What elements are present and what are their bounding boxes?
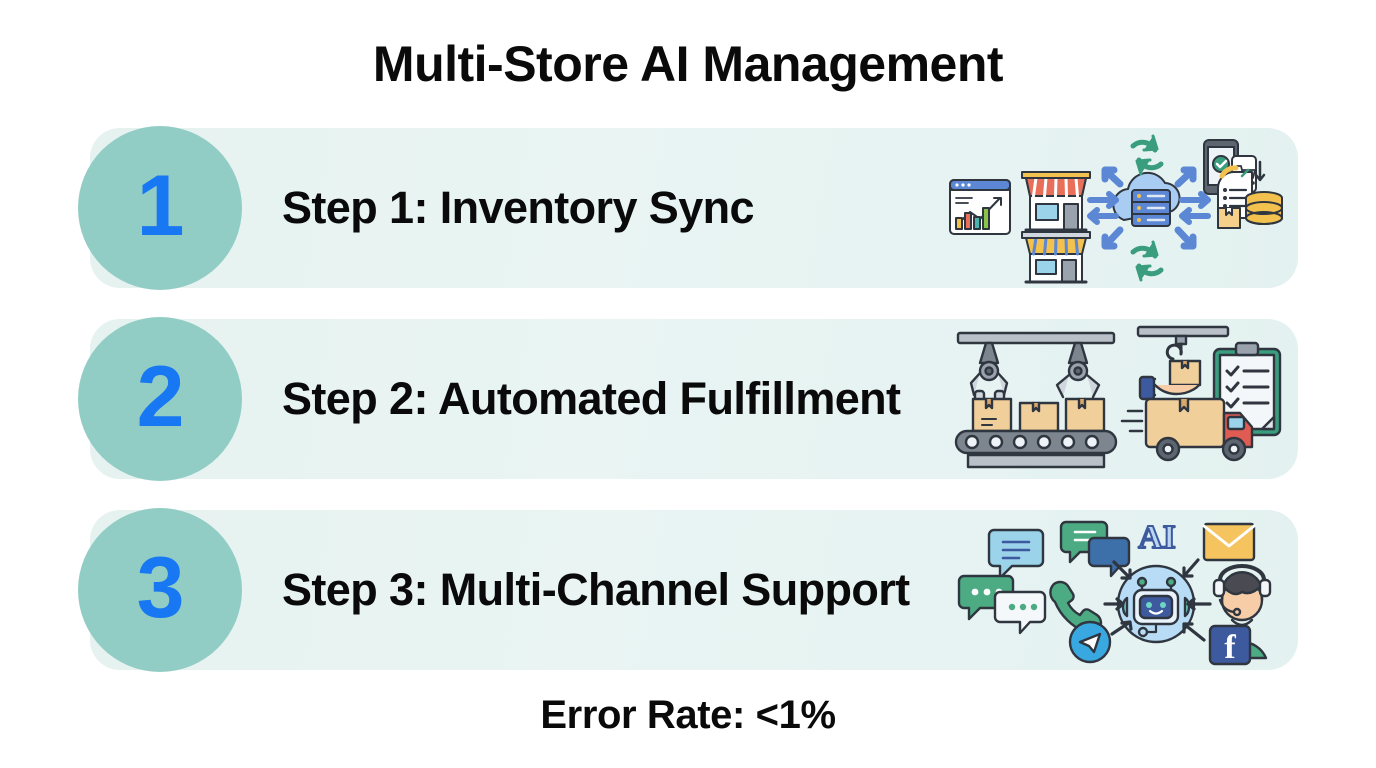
analytics-dashboard-icon <box>949 179 1011 235</box>
ai-label-icon: AI <box>1137 518 1177 557</box>
chat-bubble-icon <box>957 574 1015 621</box>
step-number: 1 <box>136 158 185 254</box>
support-agent-icon <box>1212 564 1272 660</box>
hand-holding-package-icon <box>1138 359 1202 401</box>
inventory-database-icon <box>1217 160 1283 229</box>
step-label: Step 3: Multi-Channel Support <box>282 564 910 615</box>
ai-chatbot-icon <box>1116 564 1196 644</box>
email-envelope-icon <box>1202 522 1256 562</box>
inventory-sync-illustration <box>942 132 1292 284</box>
step-number-badge: 1 <box>78 126 242 290</box>
step-row[interactable]: 1 Step 1: Inventory Sync <box>78 126 1298 290</box>
phone-call-icon <box>1049 580 1103 635</box>
step-number-badge: 3 <box>78 508 242 672</box>
facebook-icon: f <box>1208 624 1252 666</box>
conveyor-belt-icon <box>954 429 1118 469</box>
chat-bubble-icon <box>987 528 1045 580</box>
svg-text:AI: AI <box>1138 519 1176 556</box>
storefront-icon <box>1021 171 1091 232</box>
svg-text:f: f <box>1224 629 1236 666</box>
bidirectional-arrows-icon <box>1179 191 1211 225</box>
step-number-badge: 2 <box>78 317 242 481</box>
page-title: Multi-Store AI Management <box>372 36 1004 92</box>
sync-arrows-icon <box>1101 166 1197 250</box>
step-row[interactable]: 2 Step 2: Automated Fulfillment <box>78 317 1298 481</box>
bidirectional-arrows-icon <box>1087 191 1119 225</box>
telegram-icon <box>1068 620 1112 664</box>
automated-fulfillment-illustration <box>942 323 1292 475</box>
package-box-icon <box>971 397 1106 433</box>
footer-metric: Error Rate: <1% <box>540 693 836 737</box>
sync-arrows-icon <box>1130 240 1164 282</box>
multi-channel-support-illustration: AI <box>942 514 1292 666</box>
step-label: Step 2: Automated Fulfillment <box>282 373 901 424</box>
step-number: 2 <box>136 349 185 445</box>
step-row[interactable]: 3 Step 3: Multi-Channel Support <box>78 508 1298 672</box>
sync-arrows-icon <box>1130 134 1164 176</box>
cloud-server-icon <box>1112 171 1181 227</box>
storefront-icon <box>1021 231 1091 284</box>
step-number: 3 <box>136 540 185 636</box>
channel-arrows-icon <box>1103 558 1212 642</box>
delivery-truck-icon <box>1120 397 1254 462</box>
step-label: Step 1: Inventory Sync <box>282 182 755 233</box>
crane-hook-icon <box>1136 325 1230 361</box>
robotic-arm-icon <box>956 331 1116 407</box>
chat-bubble-icon <box>993 590 1047 635</box>
